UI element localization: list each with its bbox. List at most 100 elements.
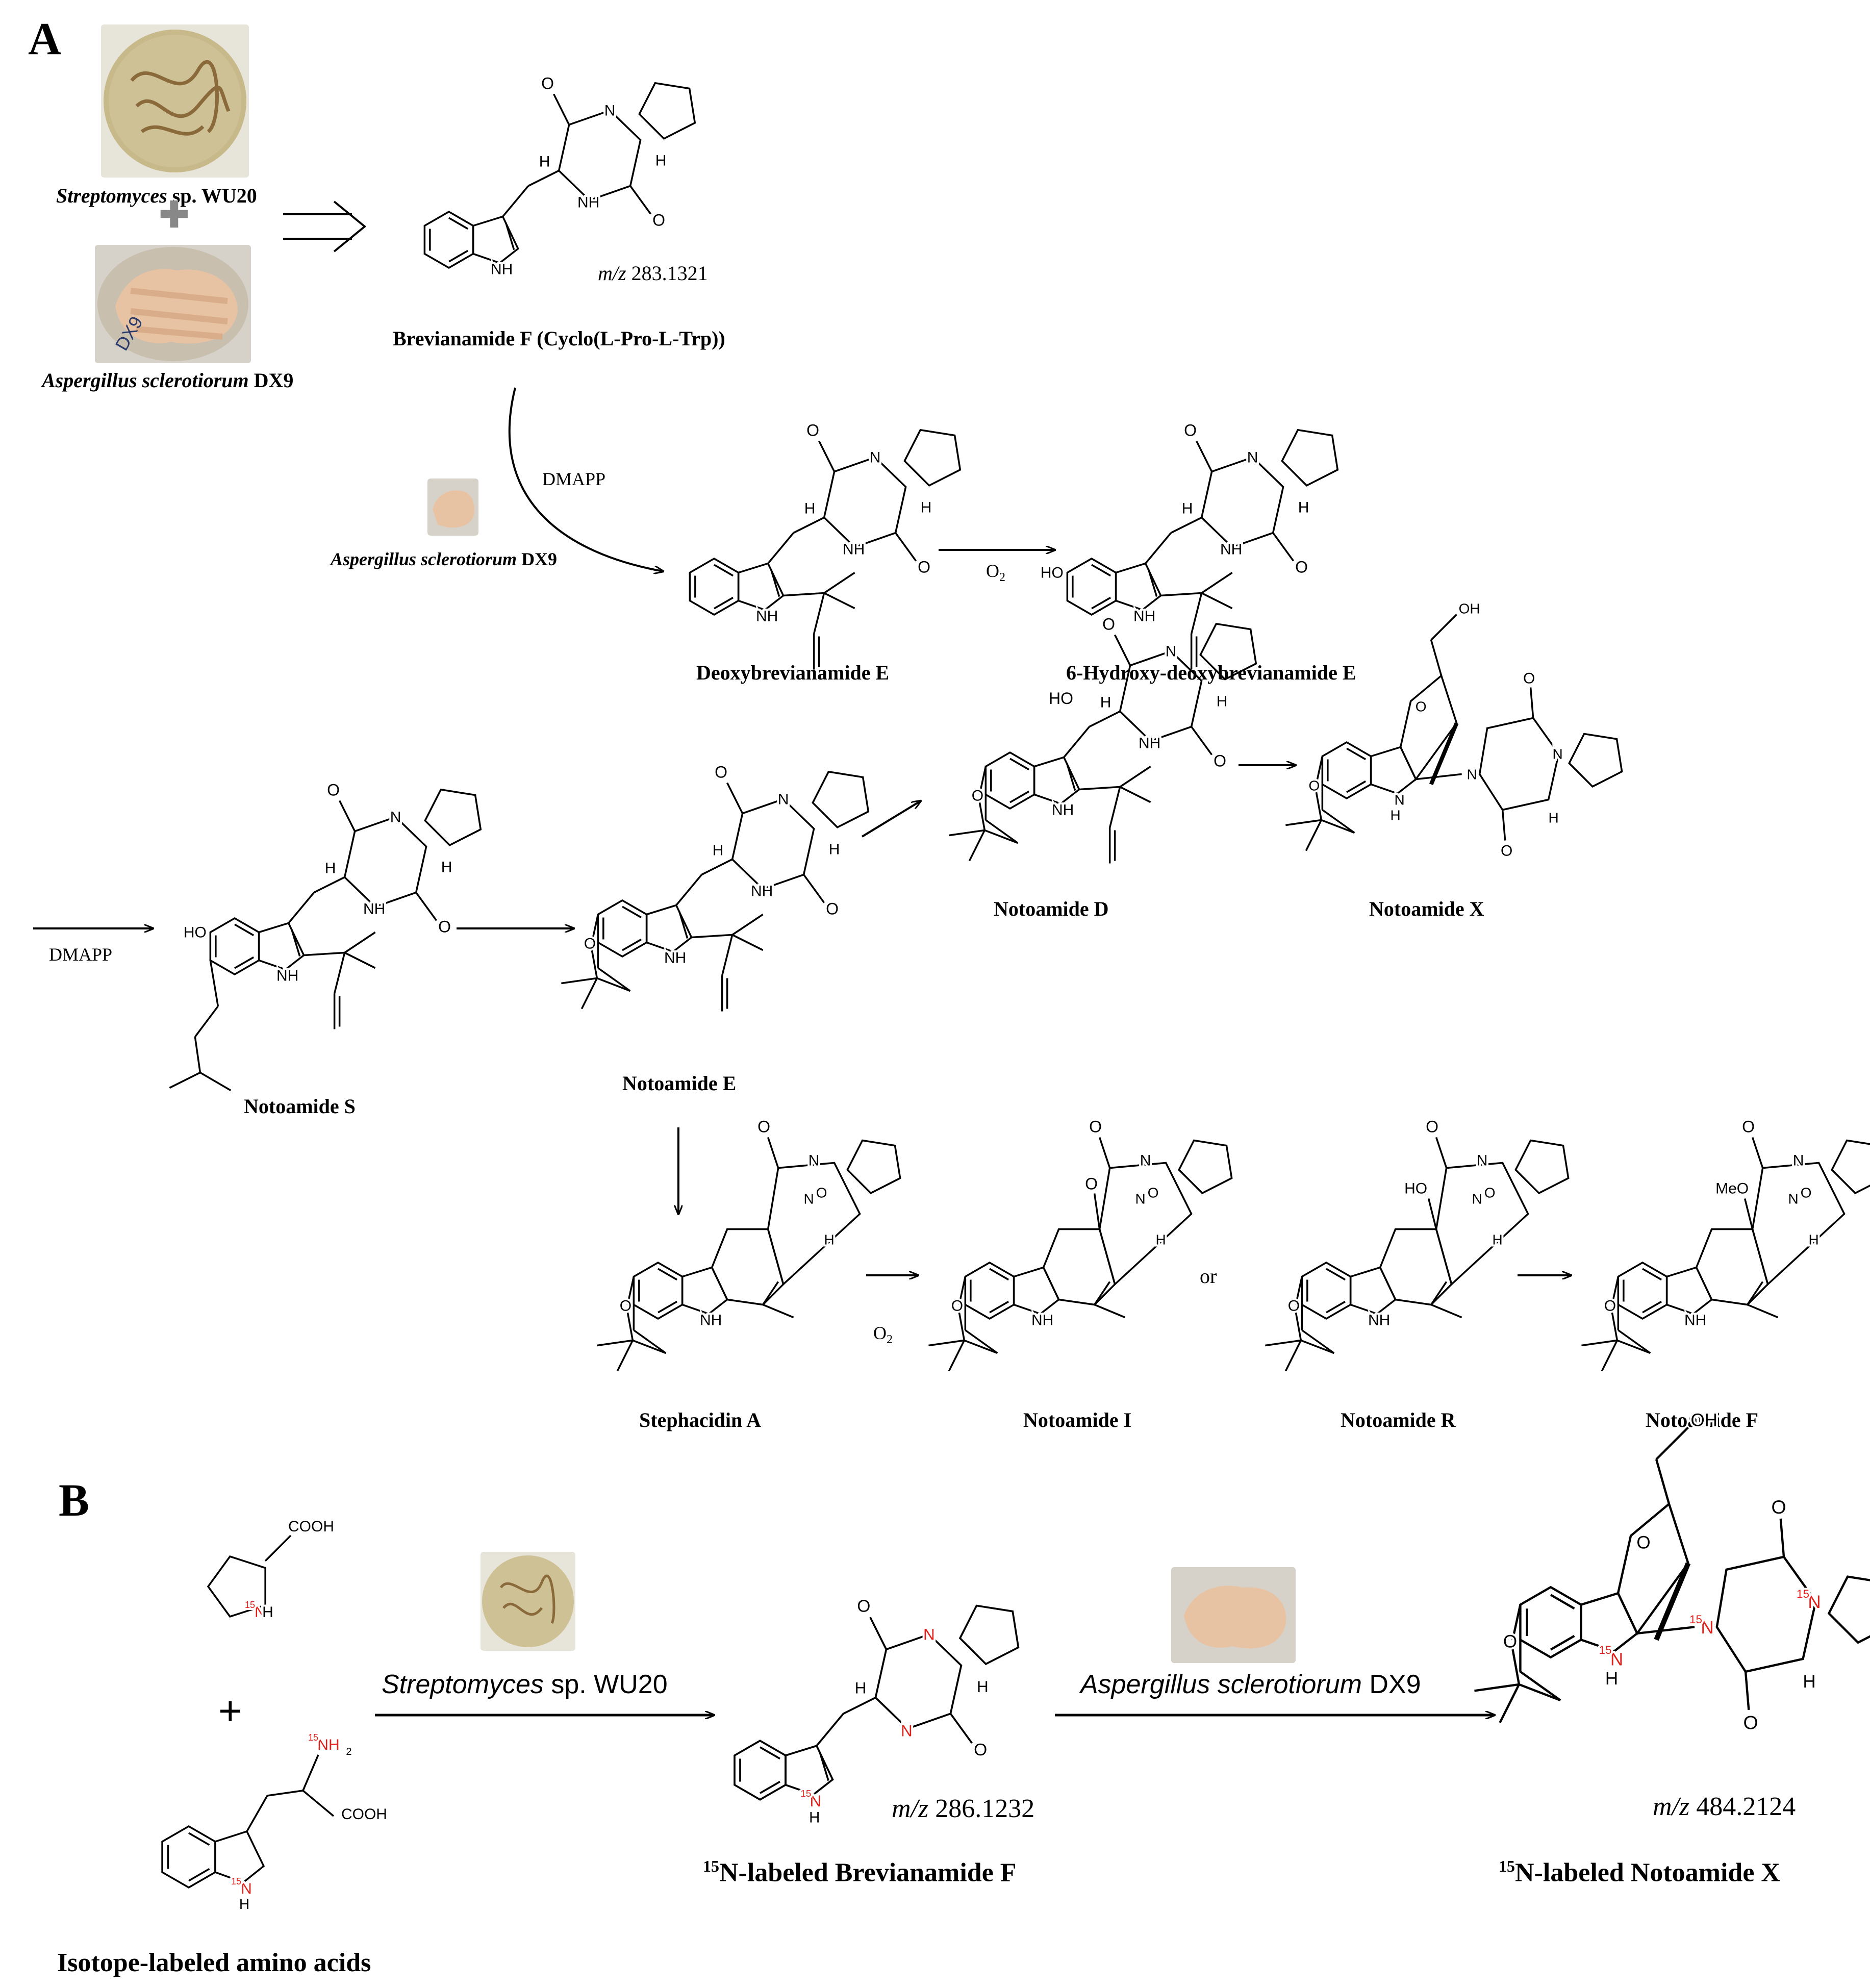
wedge-bond	[1654, 1562, 1691, 1641]
indole-nh-label: NH	[756, 608, 778, 625]
amide-n-label: N	[1793, 1152, 1804, 1169]
cooh-label: COOH	[341, 1806, 387, 1823]
carbonyl-bond	[629, 185, 652, 215]
carbonyl-o-label: O	[1295, 558, 1308, 576]
carbonyl-o-label: O	[541, 74, 554, 93]
vinyl-bond	[1108, 787, 1121, 828]
pyrrole-ring	[472, 215, 519, 264]
bond	[267, 1790, 304, 1797]
hydroxy-deoxybrevianamide-e-structure	[1066, 429, 1339, 670]
diketopiperazine-ring	[343, 816, 427, 908]
pyrrolidine-ring	[1178, 1139, 1233, 1194]
methyl-bond	[949, 829, 985, 837]
indole-nh-label: NH	[1133, 608, 1155, 625]
diketopiperazine-ring	[558, 109, 642, 202]
pyrrolidine-ring	[903, 429, 962, 487]
double-bond	[760, 1780, 780, 1794]
notoamide-e-label: Notoamide E	[622, 1072, 737, 1095]
methyl-bond	[1430, 1281, 1448, 1305]
h-label: H	[1605, 1669, 1618, 1689]
streptomyces-caption-b: Streptomyces sp. WU20	[382, 1669, 668, 1700]
benzene-ring	[633, 1261, 684, 1320]
double-bond	[989, 1300, 1009, 1314]
carbonyl-o-label: O	[438, 918, 451, 936]
isotope-label: 15	[231, 1876, 241, 1886]
pyran-bond	[1511, 1649, 1521, 1685]
pyrrolidine-ring	[812, 770, 870, 828]
labeled-notoamide-mz: m/z 484.2124	[1653, 1792, 1796, 1822]
streptomyces-strain: sp. WU20	[167, 184, 257, 207]
amide-n-label: N	[808, 1152, 820, 1169]
amide-nh-label: NH	[843, 541, 865, 558]
double-bond	[1642, 1300, 1662, 1314]
benzene-ring	[1519, 1586, 1582, 1659]
carbonyl-o-label: O	[806, 421, 819, 440]
prenyl-bond	[1079, 786, 1120, 791]
amide-n-label: N	[1135, 1191, 1146, 1207]
pyrrolidine-ring	[638, 82, 696, 140]
carbonyl-bond	[339, 800, 356, 832]
isotope-label: 15	[308, 1732, 318, 1743]
amide-n-label: N	[1788, 1191, 1799, 1207]
substituent-bond	[1743, 1198, 1754, 1229]
cyclohexane-ring	[1042, 1228, 1116, 1306]
benzene-ring	[689, 557, 740, 616]
ketone-bond	[1093, 1193, 1101, 1229]
stereo-h-label: H	[829, 841, 840, 858]
pyran-bond	[626, 1312, 634, 1341]
amide-n-label: N	[1140, 1152, 1151, 1169]
double-bond	[1091, 596, 1111, 610]
brevianamide-f-label: Brevianamide F (Cyclo(L-Pro-L-Trp))	[393, 327, 725, 350]
pyran-bond	[1295, 1312, 1302, 1341]
amide-n-label: N	[390, 809, 401, 826]
pyrrolidine-ring	[846, 1139, 901, 1194]
o2-label-1: O2	[986, 560, 1005, 585]
methylene-bond	[675, 874, 702, 906]
notoamide-s-label: Notoamide S	[244, 1095, 356, 1118]
amide-n-label: N	[1808, 1592, 1821, 1612]
isotope-amino-acids-label: Isotope-labeled amino acids	[57, 1948, 371, 1977]
pyran-bond	[1519, 1683, 1561, 1702]
stereo-h-label: H	[1156, 1232, 1166, 1248]
indole-nh-label: NH	[1368, 1312, 1390, 1329]
labeled-brevianamide-mz: m/z 286.1232	[892, 1794, 1034, 1824]
indole-nh-label: NH	[1052, 802, 1074, 819]
stereo-h-label: H	[1493, 1232, 1503, 1248]
amide-nh-label: NH	[1139, 735, 1160, 752]
cyclohexane-ring	[711, 1228, 785, 1306]
carbonyl-o-label: O	[715, 763, 727, 782]
carbonyl-o-label: O	[327, 781, 340, 799]
diketopiperazine-ring	[874, 1633, 963, 1730]
carbonyl-bond	[1272, 532, 1295, 562]
labeled-brevianamide-text: N-labeled Brevianamide F	[719, 1858, 1017, 1888]
methyl-bond	[1285, 819, 1322, 826]
methyl-bond	[1305, 819, 1322, 851]
aspergillus-plate-photo-b	[1171, 1567, 1296, 1663]
subscript-label: 2	[346, 1746, 351, 1757]
double-bond	[770, 569, 780, 597]
aspergillus-small-genus: Aspergillus sclerotiorum	[331, 549, 517, 569]
benzene-ring	[209, 917, 260, 976]
pyran-bond	[1295, 1276, 1303, 1305]
cage-ring	[1616, 1502, 1689, 1636]
amide-n-label: N	[1472, 1191, 1482, 1207]
stereo-h-label: H	[325, 860, 336, 877]
h-label: H	[809, 1809, 820, 1826]
carbonyl-bond	[1501, 810, 1506, 841]
methyl-bond	[597, 1339, 633, 1347]
pyran-bond	[958, 1276, 967, 1305]
indole-nh-label: N	[810, 1792, 821, 1810]
methyl-bond	[1265, 1339, 1301, 1347]
streptomyces-plate-photo	[101, 24, 249, 178]
isotope-label: 15	[1689, 1613, 1702, 1626]
diketopiperazine-ring	[731, 798, 815, 890]
carbonyl-bond	[1779, 1518, 1785, 1557]
carbonyl-bond	[1744, 1671, 1750, 1710]
methyl-bond	[1094, 1281, 1111, 1305]
bond	[527, 169, 560, 187]
carbonyl-o-label: O	[1771, 1496, 1786, 1518]
methyl-bond	[1201, 572, 1233, 594]
benzene-ring	[1301, 1261, 1352, 1320]
methyl-bond	[731, 914, 764, 936]
curved-arrow	[508, 387, 663, 571]
